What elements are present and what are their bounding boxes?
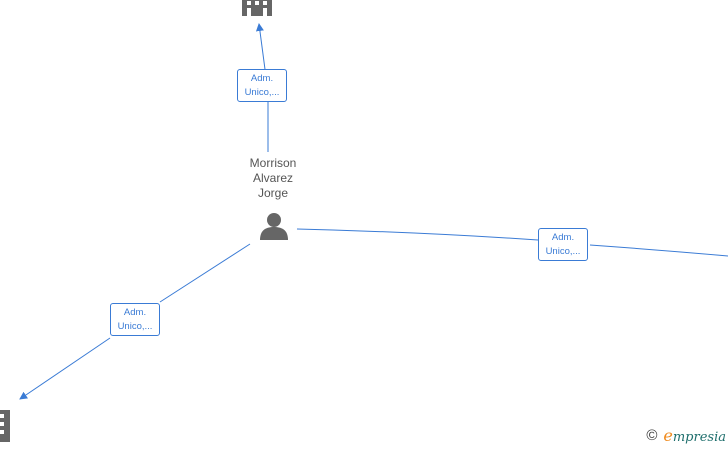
edge-label-right[interactable]: Adm. Unico,... <box>538 228 588 261</box>
brand-name: mpresia <box>672 430 726 445</box>
edge-label-line: Adm. <box>123 306 147 318</box>
footer-brand: © empresia <box>646 426 726 445</box>
person-name-line: Morrison <box>249 156 297 170</box>
edge-label-bottom-left[interactable]: Adm. Unico,... <box>110 303 160 336</box>
edge-label-top[interactable]: Adm. Unico,... <box>237 69 287 102</box>
edge-right <box>296 228 728 257</box>
building-icon[interactable] <box>0 410 10 442</box>
edge-label-line: Unico,... <box>117 320 153 332</box>
building-icon[interactable] <box>242 0 272 16</box>
edge-bottom-left <box>20 243 251 399</box>
brand-logo[interactable]: empresia <box>663 426 726 445</box>
brand-initial: e <box>663 426 673 445</box>
edge-label-line: Adm. <box>250 72 274 84</box>
edge-label-line: Unico,... <box>545 245 581 257</box>
edge-label-line: Unico,... <box>244 86 280 98</box>
copyright-icon: © <box>646 427 658 444</box>
person-name-line: Alvarez <box>252 171 293 185</box>
person-name[interactable]: Morrison Alvarez Jorge <box>234 156 312 201</box>
person-name-line: Jorge <box>257 186 289 200</box>
person-icon[interactable] <box>260 213 288 240</box>
edge-label-line: Adm. <box>551 231 575 243</box>
